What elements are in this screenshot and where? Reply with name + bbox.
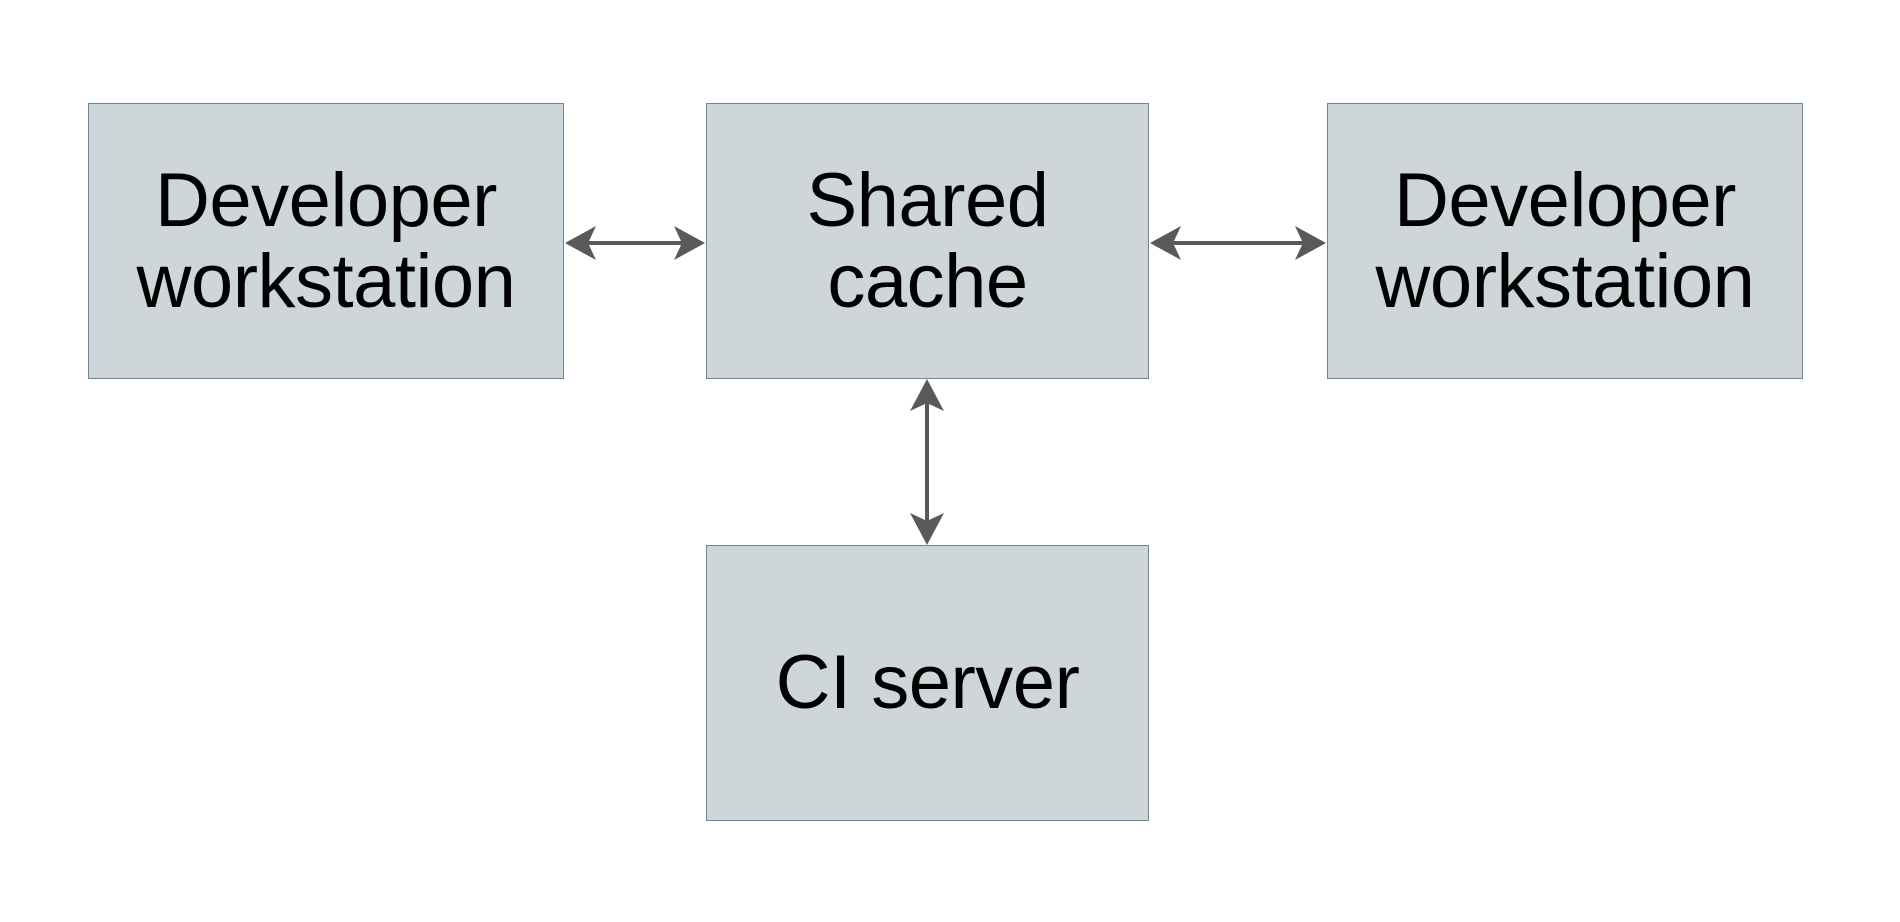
node-developer-workstation-left[interactable]: Developer workstation — [88, 103, 564, 379]
edge-dev-left-to-shared-cache — [556, 212, 714, 274]
node-developer-workstation-right[interactable]: Developer workstation — [1327, 103, 1803, 379]
node-label: Developer workstation — [1375, 157, 1755, 324]
node-label: CI server — [775, 640, 1080, 726]
node-label: Shared cache — [806, 157, 1049, 324]
double-arrow-horizontal-icon — [1150, 226, 1326, 260]
double-arrow-horizontal-icon — [565, 226, 705, 260]
edge-shared-cache-to-dev-right — [1141, 212, 1335, 274]
edge-shared-cache-to-ci-server — [896, 371, 958, 553]
double-arrow-vertical-icon — [910, 379, 944, 545]
node-shared-cache[interactable]: Shared cache — [706, 103, 1149, 379]
node-ci-server[interactable]: CI server — [706, 545, 1149, 821]
node-label: Developer workstation — [136, 157, 516, 324]
